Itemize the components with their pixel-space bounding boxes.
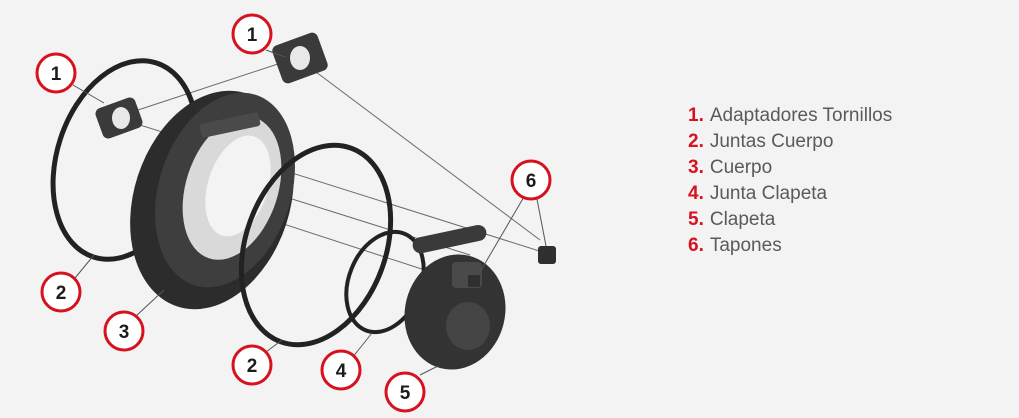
svg-text:2: 2 <box>247 356 258 377</box>
legend-number: 4. <box>688 183 704 204</box>
legend-number: 1. <box>688 105 704 126</box>
legend-label: Adaptadores Tornillos <box>710 105 892 126</box>
valve-disc <box>392 223 517 380</box>
legend-number: 6. <box>688 235 704 256</box>
legend-number: 5. <box>688 209 704 230</box>
callout-5: 5 <box>386 373 424 411</box>
svg-text:5: 5 <box>400 383 411 404</box>
legend-label: Clapeta <box>710 209 776 230</box>
svg-text:4: 4 <box>336 361 347 382</box>
legend-label: Juntas Cuerpo <box>710 131 834 152</box>
parts-legend: 1.Adaptadores Tornillos 2.Juntas Cuerpo … <box>688 103 892 259</box>
callout-2a: 2 <box>42 273 80 311</box>
legend-item: 3. Cuerpo <box>688 155 892 181</box>
legend-label: Junta Clapeta <box>710 183 827 204</box>
callout-6: 6 <box>512 161 550 199</box>
svg-text:6: 6 <box>526 171 537 192</box>
callout-1b: 1 <box>233 15 271 53</box>
callout-3: 3 <box>105 312 143 350</box>
legend-item: 6. Tapones <box>688 233 892 259</box>
legend-item: 1. Adaptadores Tornillos <box>688 103 892 129</box>
callout-2b: 2 <box>233 346 271 384</box>
callout-1a: 1 <box>37 54 75 92</box>
legend-item: 4. Junta Clapeta <box>688 181 892 207</box>
screw-adapter-left <box>94 96 144 140</box>
svg-text:2: 2 <box>56 283 67 304</box>
legend-item: 5. Clapeta <box>688 207 892 233</box>
svg-text:1: 1 <box>51 64 62 85</box>
svg-text:3: 3 <box>119 322 130 343</box>
legend-number: 3. <box>688 157 704 178</box>
legend-item: 2. Juntas Cuerpo <box>688 129 892 155</box>
legend-label: Cuerpo <box>710 157 772 178</box>
legend-number: 2. <box>688 131 704 152</box>
screw-adapter-top <box>271 31 330 85</box>
svg-text:1: 1 <box>247 25 258 46</box>
callout-4: 4 <box>322 351 360 389</box>
legend-label: Tapones <box>710 235 782 256</box>
